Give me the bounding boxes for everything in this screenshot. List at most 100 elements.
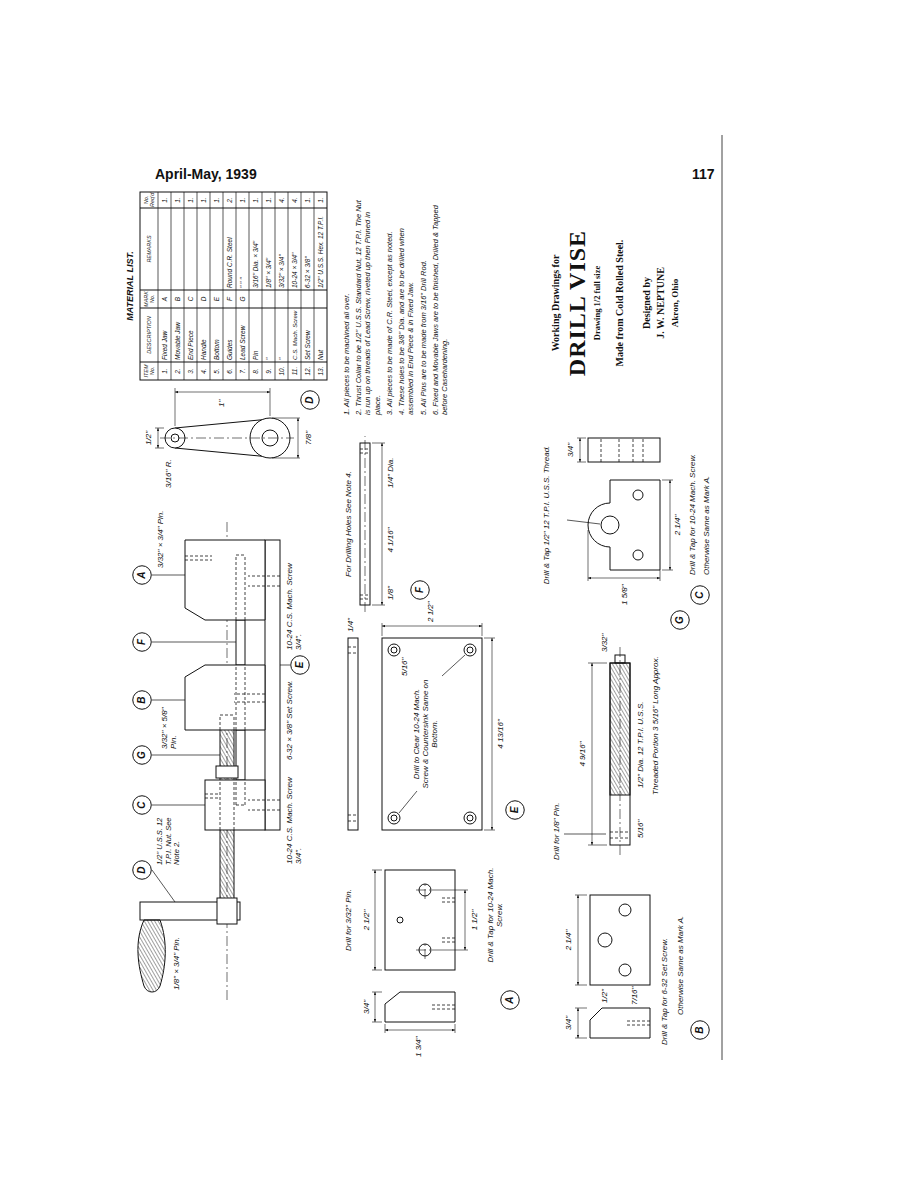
table-cell: " [278,358,285,360]
dimension-text: 5/16" [400,658,409,676]
callout-ring [501,991,520,1010]
page-header: 117 [692,166,715,182]
drawing-path [348,647,358,821]
dimension-text: 1" [217,400,226,407]
callout-ring [133,746,152,765]
drawing-line [385,1030,455,1031]
dimension-text: 1/2" U.S.S. 12 T.P.I. Nut. See Note 2. [156,809,182,865]
callout-circle: G [132,745,152,765]
drawing-title: DRILL VISE [564,193,592,413]
table-cell: E [213,291,220,307]
drawing-path [382,623,495,830]
table-cell: 5. [213,363,220,379]
dimension-text: Drill to Clear 10-24 Mach. Screw & Count… [412,679,440,789]
callout-circle: B [132,690,152,710]
table-cell: Handle [200,339,207,360]
drawing-rect [236,620,245,665]
table-cell: 3. [187,363,194,379]
callout-letter: B [136,696,148,703]
drawing-circle [601,516,619,534]
drawing-path [567,520,600,524]
drawing-path [564,834,606,835]
title-block-text: Akron, Ohio [670,193,680,413]
drawing-rect [590,895,650,985]
drawing-circle [598,933,612,947]
table-cell: 1. [174,193,181,207]
table-cell: 6-32 × 3/8" [304,256,311,288]
callout-circle: E [505,800,525,820]
table-cell: 10. [278,363,285,379]
drawing-polygon [185,665,265,730]
dimension-text: 10-24 C.S. Mach. Screw 3/4". [285,550,303,650]
drawing-line [298,418,299,458]
drawing-path [372,870,468,1033]
title-block-text: Made from Cold Rolled Steel. [614,193,626,413]
drawing-path [185,556,220,798]
dimension-text: 2 1/4" [564,920,573,960]
drawing-path [577,438,673,581]
callout-letter: D [304,396,316,403]
table-cell: 2. [226,193,233,207]
dimension-text: Drill & Tap for 10-24 Mach. Screw. [688,454,697,575]
drawing-line [382,443,383,605]
callout-letter: C [694,591,706,598]
table-header: MARK No. [143,291,155,307]
title-block-text: Drawing 1/2 full size [593,193,603,413]
drawing-line [175,392,270,393]
drawing-path [234,576,280,810]
table-cell: 13. [317,363,324,379]
table-cell: " [265,358,272,360]
dimension-text: 3/16" R. [164,459,173,488]
drawing-line [578,1008,579,1038]
drawing-circle [633,490,643,500]
callout-letter: A [504,996,516,1003]
drawing-path [220,715,234,830]
drawing-line [365,436,366,612]
table-cell: 10-24 × 3/4" [291,253,298,288]
drawing-rect [140,192,327,380]
callout-ring [671,611,690,630]
callout-circle: B [690,1020,710,1040]
dimension-text: 4 1/16" [386,522,395,558]
drawing-rect [588,438,660,462]
callout-ring [133,633,152,652]
table-cell: 9. [265,363,272,379]
drawing-path [399,655,465,813]
dimension-text: 4 9/16" [578,734,587,774]
drawing-path [625,1021,650,1025]
callout-circle: D [300,390,320,410]
drawing-line [722,135,723,1060]
table-cell: 1. [304,193,311,207]
table-cell: Movable Jaw [174,322,181,360]
drawing-path [158,192,314,380]
callout-ring [506,801,525,820]
table-header: DESCRIPTION [146,309,152,361]
dimension-text: 3/4" [362,992,371,1022]
dimension-text: 1/4" [346,618,355,632]
callout-circle: D [132,860,152,880]
table-cell: F [226,291,233,307]
table-cell: 4. [278,193,285,207]
dimension-text: 1/8" [386,586,395,600]
table-cell: D [200,291,207,307]
callout-circle: E [290,655,310,675]
drawing-g [138,192,673,1038]
drawing-line [580,438,581,462]
callout-letter: B [694,1026,706,1033]
callout-circle: G [670,610,690,630]
dimension-text: 4 13/16" [496,709,505,759]
callout-letter: G [674,616,686,624]
table-cell: 1/8" × 3/4" [265,258,272,288]
drawing-rect [265,540,280,830]
dimension-text: Drill for 1/8" Pin. [552,802,561,860]
drawing-circle [619,964,631,976]
callout-ring [133,691,152,710]
drawing-circle [464,812,476,824]
table-cell: " " " [239,277,246,288]
table-cell: G [239,291,246,307]
table-cell: Lead Screw [239,326,246,360]
drawing-line [158,428,159,448]
drawing-path [575,895,587,1038]
drawing-rect [216,766,238,778]
